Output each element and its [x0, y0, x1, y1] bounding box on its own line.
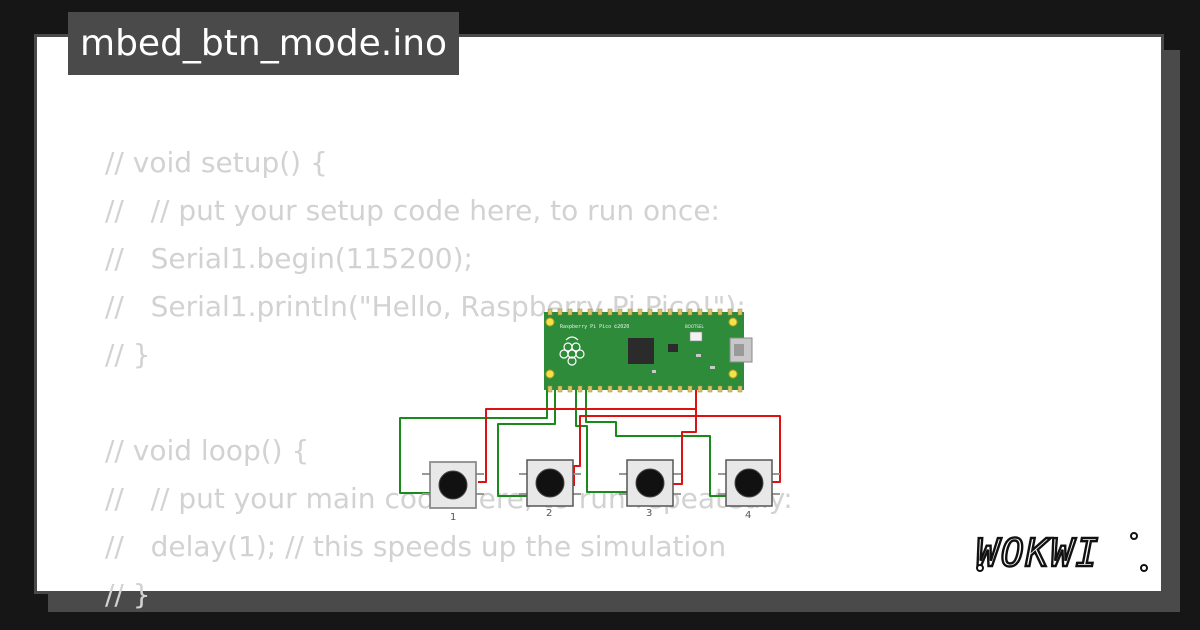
push-button-1[interactable]: [422, 461, 484, 509]
wokwi-logo[interactable]: WOKWI: [972, 528, 1154, 578]
smd-component: [652, 370, 656, 373]
code-line: // // put your setup code here, to run o…: [105, 194, 720, 227]
file-title-tab: mbed_btn_mode.ino: [68, 12, 460, 75]
wire-red-btn4: [690, 415, 781, 483]
pico-board-label: Raspberry Pi Pico ©2020: [560, 324, 629, 330]
button-4-label: 4: [745, 510, 751, 521]
push-button-4[interactable]: [718, 459, 780, 507]
code-line: // Serial1.begin(115200);: [105, 242, 473, 275]
raspberry-logo-icon: [559, 336, 585, 366]
button-3-label: 3: [646, 508, 652, 519]
wire-red-btn3: [673, 416, 697, 485]
wokwi-logo-text: WOKWI: [976, 531, 1100, 575]
code-line: // delay(1); // this speeds up the simul…: [105, 530, 727, 563]
usb-port-opening: [734, 344, 744, 356]
push-button-2[interactable]: [519, 459, 581, 507]
logo-circuit-dots-icon: [976, 532, 1148, 572]
code-line: // }: [105, 578, 151, 611]
bootsel-label: BOOTSEL: [685, 324, 704, 329]
pico-top-pins: [547, 308, 743, 316]
button-1-label: 1: [450, 512, 456, 523]
raspberry-pi-pico[interactable]: Raspberry Pi Pico ©2020 BOOTSEL: [544, 308, 753, 393]
code-line: // }: [105, 338, 151, 371]
wire-red-btn1: [478, 390, 697, 483]
smd-component: [696, 354, 701, 357]
push-button-3[interactable]: [619, 459, 681, 507]
pico-mounting-holes: [545, 317, 738, 379]
pico-bottom-pins: [547, 385, 743, 393]
bootsel-button[interactable]: [689, 331, 703, 342]
wire-green-btn4: [585, 390, 726, 497]
code-line: // void setup() {: [105, 146, 328, 179]
wires: [399, 390, 781, 497]
flash-chip: [668, 344, 678, 352]
wire-red-btn2: [573, 409, 697, 486]
wire-green-btn3: [575, 390, 627, 493]
button-2-label: 2: [546, 508, 552, 519]
wire-green-btn2: [497, 390, 556, 497]
circuit-diagram: Raspberry Pi Pico ©2020 BOOTSEL: [399, 308, 781, 523]
code-line: // void loop() {: [105, 434, 310, 467]
smd-component: [710, 366, 715, 369]
rp2040-chip: [628, 338, 654, 364]
